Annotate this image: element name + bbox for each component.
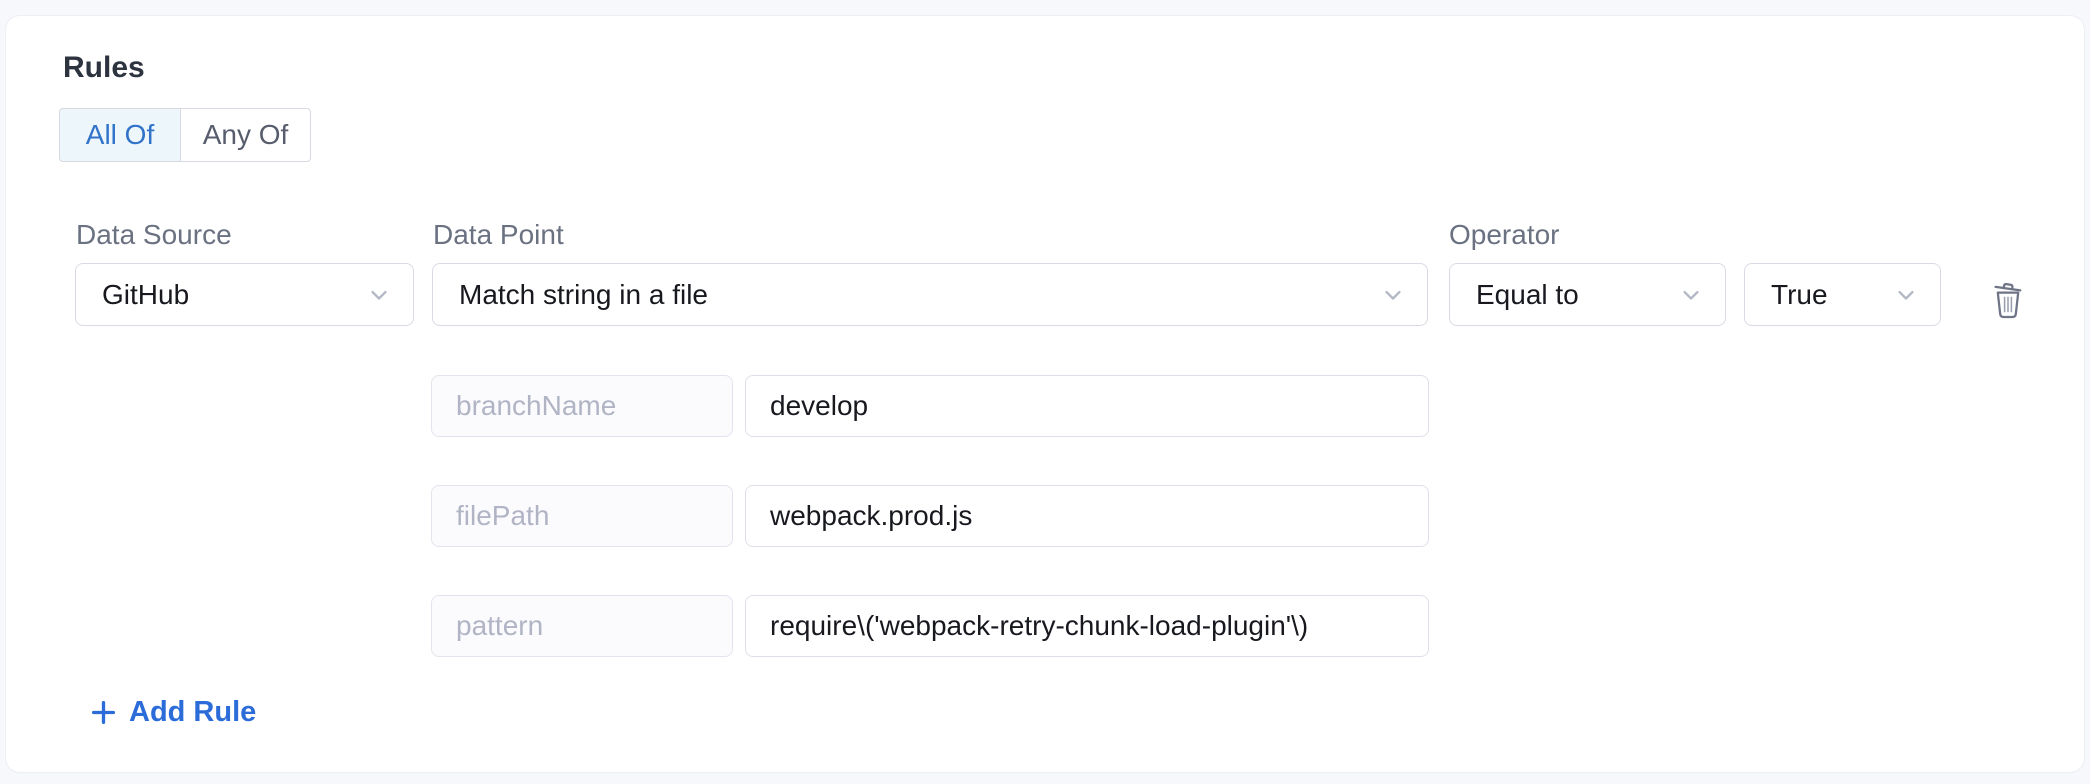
chevron-down-icon — [1892, 281, 1920, 309]
data-point-label: Data Point — [433, 219, 564, 250]
chevron-down-icon — [1677, 281, 1705, 309]
operator-label: Operator — [1449, 219, 1560, 250]
chevron-down-icon — [1379, 281, 1407, 309]
data-point-value: Match string in a file — [459, 278, 708, 310]
toggle-any-of[interactable]: Any Of — [180, 108, 311, 162]
data-point-select[interactable]: Match string in a file — [432, 263, 1428, 326]
param-key-filepath[interactable] — [431, 485, 733, 547]
rules-section-title: Rules — [63, 51, 145, 84]
expected-value-select[interactable]: True — [1744, 263, 1941, 326]
trash-icon — [1994, 282, 2022, 319]
data-source-value: GitHub — [102, 278, 190, 310]
rules-card: Rules All Of Any Of Data Source Data Poi… — [6, 16, 2084, 772]
chevron-down-icon — [365, 281, 393, 309]
operator-select[interactable]: Equal to — [1449, 263, 1726, 326]
add-rule-label: Add Rule — [129, 695, 257, 728]
param-key-branchname[interactable] — [431, 375, 733, 437]
delete-rule-button[interactable] — [1988, 274, 2028, 322]
expected-value: True — [1771, 278, 1828, 310]
param-value-filepath[interactable] — [745, 485, 1429, 547]
add-rule-button[interactable]: Add Rule — [90, 694, 256, 730]
toggle-all-of[interactable]: All Of — [59, 108, 180, 162]
match-mode-toggle: All Of Any Of — [59, 108, 311, 162]
data-source-label: Data Source — [76, 219, 232, 250]
data-source-select[interactable]: GitHub — [75, 263, 414, 326]
toggle-all-of-label: All Of — [85, 119, 155, 150]
toggle-any-of-label: Any Of — [202, 119, 289, 150]
operator-value: Equal to — [1476, 278, 1579, 310]
param-value-pattern[interactable] — [745, 595, 1429, 657]
plus-icon — [91, 700, 116, 724]
param-value-branchname[interactable] — [745, 375, 1429, 437]
param-key-pattern[interactable] — [431, 595, 733, 657]
